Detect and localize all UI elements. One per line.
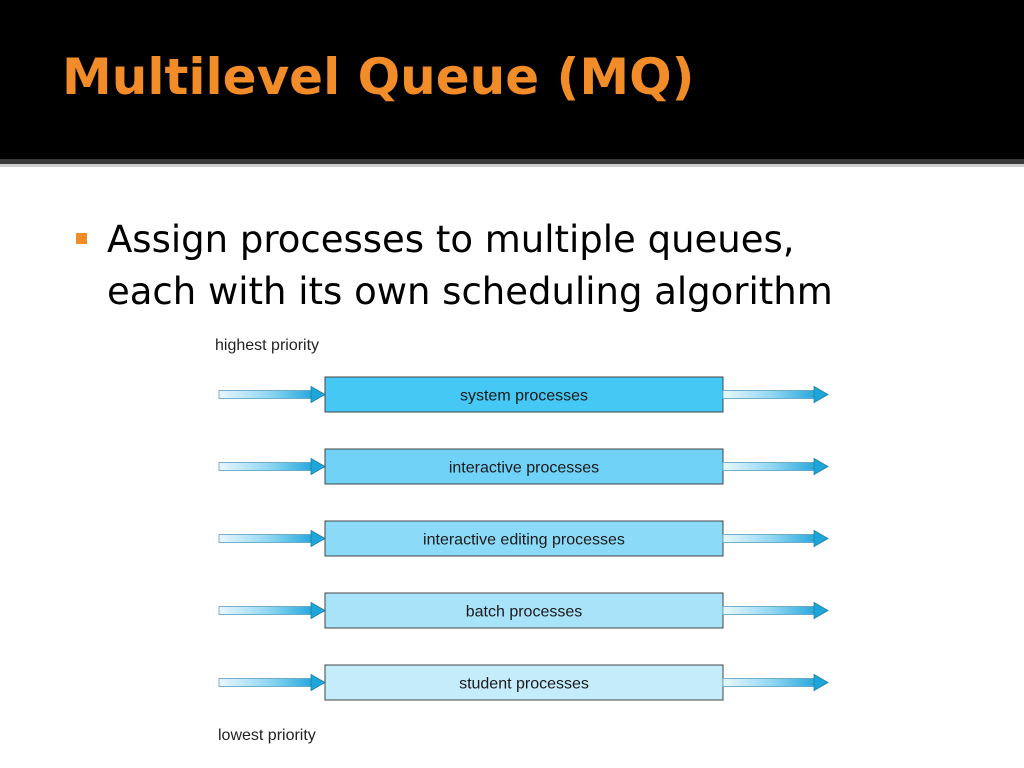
queue-input-arrow-icon xyxy=(218,673,326,692)
queue-label: interactive editing processes xyxy=(423,532,625,549)
queue-box xyxy=(324,592,724,629)
lowest-priority-label: lowest priority xyxy=(218,727,316,744)
bullet-line-2: each with its own scheduling algorithm xyxy=(107,270,833,313)
queue-input-arrow-icon xyxy=(218,457,326,476)
queue-box xyxy=(324,448,724,485)
title-bar: Multilevel Queue (MQ) xyxy=(0,0,1024,159)
queue-row: interactive editing processes xyxy=(218,520,829,557)
queue-box xyxy=(324,376,724,413)
queue-output-arrow-icon xyxy=(722,529,829,548)
queue-rows: system processes interactive processes int… xyxy=(218,376,829,701)
queue-row: student processes xyxy=(218,664,829,701)
title-divider-light xyxy=(0,164,1024,167)
queue-box xyxy=(324,664,724,701)
title-divider-dark xyxy=(0,159,1024,164)
bullet-text: Assign processes to multiple queues, eac… xyxy=(107,214,987,318)
queue-row: system processes xyxy=(218,376,829,413)
queue-label: interactive processes xyxy=(449,460,599,477)
slide-title: Multilevel Queue (MQ) xyxy=(62,48,695,106)
queue-output-arrow-icon xyxy=(722,601,829,620)
queue-box xyxy=(324,520,724,557)
queue-output-arrow-icon xyxy=(722,673,829,692)
queue-label: batch processes xyxy=(466,604,583,621)
queue-label: system processes xyxy=(460,388,588,405)
queue-row: interactive processes xyxy=(218,448,829,485)
queue-label: student processes xyxy=(459,676,589,693)
queue-input-arrow-icon xyxy=(218,529,326,548)
queue-input-arrow-icon xyxy=(218,601,326,620)
bullet-line-1: Assign processes to multiple queues, xyxy=(107,218,795,261)
highest-priority-label: highest priority xyxy=(215,337,319,354)
queue-row: batch processes xyxy=(218,592,829,629)
queue-output-arrow-icon xyxy=(722,457,829,476)
queue-output-arrow-icon xyxy=(722,385,829,404)
queue-input-arrow-icon xyxy=(218,385,326,404)
bullet-square-icon xyxy=(76,233,87,244)
